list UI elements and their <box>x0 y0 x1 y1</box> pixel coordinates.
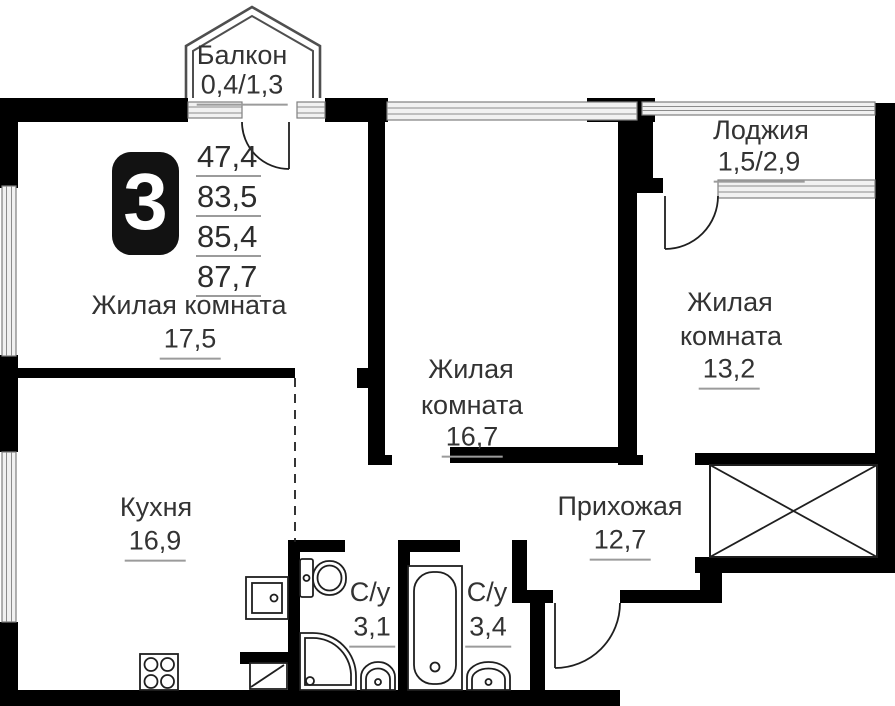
living-room-2-area: 16,7 <box>441 422 503 458</box>
area-summary-list: 47,4 83,5 85,4 87,7 <box>196 140 262 300</box>
kitchen-label: Кухня <box>119 492 193 523</box>
hallway-label: Прихожая <box>557 491 683 522</box>
living-room-1-area: 17,5 <box>159 324 221 360</box>
living-room-2-label-line2: комната <box>420 390 524 421</box>
living-room-3-area-value: 13,2 <box>698 354 760 390</box>
toilet-fixture <box>299 558 347 598</box>
area-summary-row: 85,4 <box>196 220 262 257</box>
bathroom-1-area: 3,1 <box>349 612 395 648</box>
balcony-outline <box>184 5 322 98</box>
loggia-area-value: 1,5/2,9 <box>713 147 805 183</box>
living-room-1-area-value: 17,5 <box>159 324 221 360</box>
balcony-area: 0,4/1,3 <box>196 70 288 106</box>
rooms-count-badge: 3 <box>112 152 179 255</box>
living-room-2-area-value: 16,7 <box>441 422 503 458</box>
shower-fixture <box>299 632 357 691</box>
bathroom-2-label: С/у <box>466 577 508 608</box>
bathtub-fixture <box>407 565 463 691</box>
loggia-label: Лоджия <box>713 115 809 146</box>
area-summary-row: 47,4 <box>196 140 262 177</box>
bathroom-1-label: С/у <box>349 577 391 608</box>
living-room-3-label-line1: Жилая <box>687 287 773 318</box>
fridge-fixture <box>249 662 288 690</box>
stove-fixture <box>139 653 179 691</box>
loggia-door-arc <box>664 195 719 250</box>
living-room-3-area: 13,2 <box>698 354 760 390</box>
balcony-door-arc <box>241 121 290 170</box>
entrance-door-arc <box>554 602 621 669</box>
balcony-label: Балкон <box>196 40 288 71</box>
fixtures-layer <box>139 558 511 691</box>
bathroom-1-area-value: 3,1 <box>349 612 395 648</box>
balcony-area-value: 0,4/1,3 <box>196 70 288 106</box>
living-room-1-label: Жилая комната <box>91 290 287 321</box>
area-summary-row: 83,5 <box>196 180 262 217</box>
living-room-3-label-line2: комната <box>679 321 783 352</box>
kitchen-sink-fixture <box>245 576 289 620</box>
bathroom-2-area-value: 3,4 <box>465 612 511 648</box>
shaft-x-box <box>709 464 878 558</box>
living-room-2-label-line1: Жилая <box>428 354 514 385</box>
area-summary-row: 87,7 <box>196 260 262 297</box>
bathroom2-sink-fixture <box>466 661 511 691</box>
loggia-area: 1,5/2,9 <box>713 147 805 183</box>
windows-layer <box>1 101 876 623</box>
door-arcs-layer <box>241 121 719 669</box>
hallway-area-value: 12,7 <box>589 525 651 561</box>
kitchen-area-value: 16,9 <box>124 526 186 562</box>
bathroom-2-area: 3,4 <box>465 612 511 648</box>
kitchen-area: 16,9 <box>124 526 186 562</box>
hallway-area: 12,7 <box>589 525 651 561</box>
bathroom1-sink-fixture <box>360 661 396 691</box>
